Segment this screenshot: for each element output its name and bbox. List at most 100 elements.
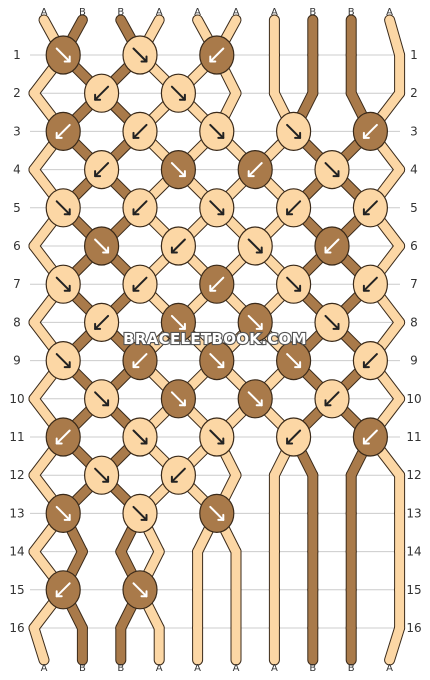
knot-arrow-shaft	[55, 429, 71, 445]
knot[interactable]	[237, 226, 273, 266]
knot[interactable]	[276, 111, 312, 151]
knot-arrow-shaft	[132, 505, 148, 521]
knot[interactable]	[199, 35, 235, 75]
knot-arrow-head	[63, 284, 71, 292]
knot[interactable]	[122, 35, 158, 75]
knot[interactable]	[160, 302, 196, 342]
knot-arrow-head	[209, 284, 217, 292]
string-label-top: B	[117, 7, 124, 18]
knot[interactable]	[45, 264, 81, 304]
knot[interactable]	[83, 226, 120, 266]
knot-arrow-head	[362, 131, 370, 139]
string-label-top: A	[271, 7, 278, 18]
row-number-right: 4	[410, 163, 418, 177]
knot[interactable]	[276, 188, 312, 228]
knot[interactable]	[122, 341, 158, 381]
knot[interactable]	[160, 455, 196, 495]
knot-arrow-shaft	[209, 353, 225, 369]
knot[interactable]	[45, 493, 81, 534]
row-number-right: 3	[410, 124, 418, 138]
knot-arrow-head	[255, 322, 263, 330]
knot[interactable]	[352, 417, 388, 457]
knot-arrow-shaft	[55, 123, 71, 139]
knot-arrow-shaft	[286, 123, 302, 139]
knot[interactable]	[45, 111, 81, 151]
knot[interactable]	[45, 341, 81, 381]
knot-arrow-head	[170, 246, 178, 254]
knot-arrow-head	[132, 284, 140, 292]
knot[interactable]	[45, 570, 81, 610]
knot[interactable]	[122, 264, 158, 304]
knot-arrow-shaft	[170, 238, 186, 254]
knot[interactable]	[352, 264, 388, 304]
knot[interactable]	[314, 302, 350, 342]
knot[interactable]	[276, 264, 312, 304]
knot[interactable]	[237, 302, 273, 342]
knot[interactable]	[122, 188, 158, 228]
knot[interactable]	[199, 417, 235, 457]
knot[interactable]	[160, 150, 196, 190]
row-number-left: 12	[9, 468, 24, 482]
knot[interactable]	[199, 188, 235, 228]
knot-arrow-shaft	[362, 200, 378, 216]
knot-arrow-shaft	[132, 429, 148, 445]
knot[interactable]	[276, 341, 312, 381]
knot[interactable]	[276, 417, 312, 457]
knot[interactable]	[199, 264, 235, 304]
knot[interactable]	[83, 455, 120, 495]
row-number-left: 8	[13, 315, 21, 329]
knot[interactable]	[237, 150, 273, 190]
string-label-top: B	[348, 7, 355, 18]
knot[interactable]	[352, 111, 388, 151]
knot-arrow-head	[94, 170, 102, 178]
knot[interactable]	[352, 341, 388, 381]
string-segment	[385, 15, 405, 60]
knot[interactable]	[314, 379, 350, 419]
knot-arrow-shaft	[362, 276, 378, 292]
row-number-right: 11	[406, 430, 421, 444]
knot-arrow-shaft	[94, 85, 110, 101]
knot[interactable]	[122, 493, 158, 534]
knot[interactable]	[45, 35, 81, 75]
knot[interactable]	[45, 417, 81, 457]
knot-arrow-shaft	[209, 123, 225, 139]
string-label-top: A	[233, 7, 240, 18]
knot[interactable]	[83, 150, 120, 190]
knot[interactable]	[83, 379, 120, 419]
knot-arrow-head	[294, 284, 302, 292]
string-label-bottom: B	[79, 663, 86, 674]
knot[interactable]	[83, 73, 120, 113]
knot[interactable]	[237, 379, 273, 419]
knot-arrow-shaft	[55, 200, 71, 216]
knot-arrow-head	[170, 475, 178, 483]
row-number-right: 7	[410, 277, 418, 291]
knot[interactable]	[314, 226, 350, 266]
knot[interactable]	[45, 188, 81, 228]
knot[interactable]	[199, 493, 235, 534]
knot[interactable]	[122, 570, 158, 610]
knot[interactable]	[160, 379, 196, 419]
string-label-top: B	[79, 7, 86, 18]
knot[interactable]	[199, 341, 235, 381]
row-number-left: 15	[9, 583, 24, 597]
string-label-bottom: B	[348, 663, 355, 674]
knot[interactable]	[352, 188, 388, 228]
string-label-bottom: A	[194, 663, 201, 674]
knot-arrow-head	[55, 437, 63, 445]
knot[interactable]	[314, 150, 350, 190]
knot[interactable]	[160, 73, 196, 113]
row-number-right: 14	[406, 545, 421, 559]
knot-arrow-shaft	[132, 200, 148, 216]
knot-arrow-head	[294, 361, 302, 369]
knot-arrow-head	[140, 590, 148, 598]
knot-arrow-shaft	[286, 353, 302, 369]
row-number-right: 16	[406, 621, 421, 635]
knot[interactable]	[160, 226, 196, 266]
knot-arrow-shaft	[247, 391, 263, 407]
knot-arrow-head	[255, 399, 263, 407]
knot[interactable]	[122, 417, 158, 457]
knot[interactable]	[199, 111, 235, 151]
row-number-right: 10	[406, 392, 421, 406]
knot[interactable]	[122, 111, 158, 151]
knot[interactable]	[83, 302, 120, 342]
